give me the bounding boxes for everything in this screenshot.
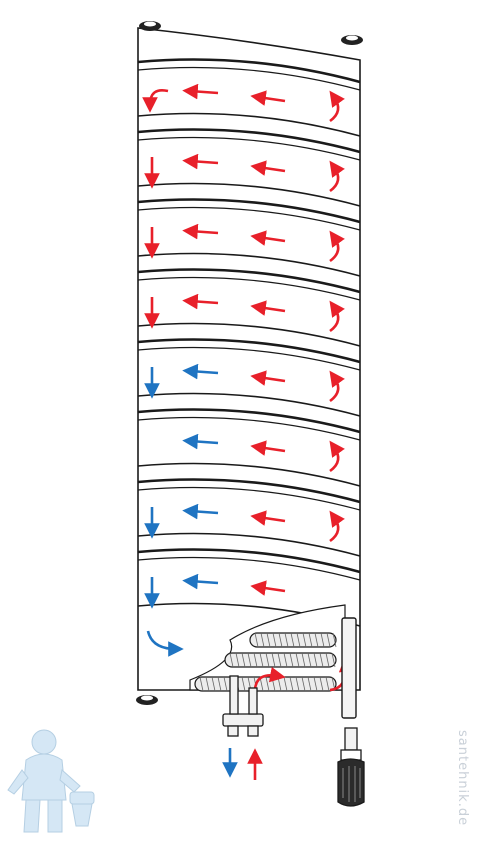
flow-arrow-icon <box>146 630 184 657</box>
flow-arrow-icon <box>250 440 286 456</box>
flow-arrow-icon <box>250 90 286 106</box>
radiator-panel <box>137 58 361 137</box>
radiator-panel <box>137 128 361 207</box>
flow-arrow-icon <box>182 83 219 100</box>
radiator-panel <box>137 338 361 417</box>
valve-icon <box>222 675 264 737</box>
thermostat-icon <box>337 727 365 807</box>
flow-arrow-icon <box>250 510 286 526</box>
flow-arrow-icon <box>329 370 345 403</box>
radiator-panel <box>137 478 361 557</box>
watermark: santehnik.de <box>455 730 470 827</box>
flow-arrow-icon <box>182 363 219 380</box>
top-left-cap <box>139 21 161 31</box>
side-pipe <box>341 617 357 719</box>
flow-arrow-icon <box>142 89 169 113</box>
flow-arrow-icon <box>329 440 345 473</box>
flow-arrow-icon <box>329 300 345 333</box>
flow-arrow-icon <box>182 433 219 450</box>
flow-arrow-icon <box>329 160 345 193</box>
bottom-left-foot <box>136 695 158 705</box>
flow-arrow-icon <box>329 230 345 263</box>
flow-arrow-icon <box>250 160 286 176</box>
radiator-panel <box>137 268 361 347</box>
flow-arrow-icon <box>182 293 219 310</box>
radiator-panels <box>137 58 361 657</box>
top-right-cap <box>341 35 363 45</box>
radiator-panel <box>137 198 361 277</box>
flow-arrow-icon <box>250 230 286 246</box>
flow-arrow-icon <box>182 503 219 520</box>
flow-arrow-icon <box>182 573 219 590</box>
radiator-panel <box>137 408 361 487</box>
flow-arrow-icon <box>329 510 345 543</box>
flow-arrow-icon <box>253 666 286 691</box>
flow-arrow-icon <box>182 153 219 170</box>
heating-coil-cutaway <box>189 604 355 692</box>
flow-arrow-icon <box>329 90 345 123</box>
flow-arrow-icon <box>250 580 286 596</box>
plumber-mascot-icon <box>7 729 95 833</box>
flow-arrow-icon <box>250 300 286 316</box>
flow-arrow-icon <box>250 370 286 386</box>
flow-arrow-icon <box>182 223 219 240</box>
radiator-panel <box>146 630 184 657</box>
